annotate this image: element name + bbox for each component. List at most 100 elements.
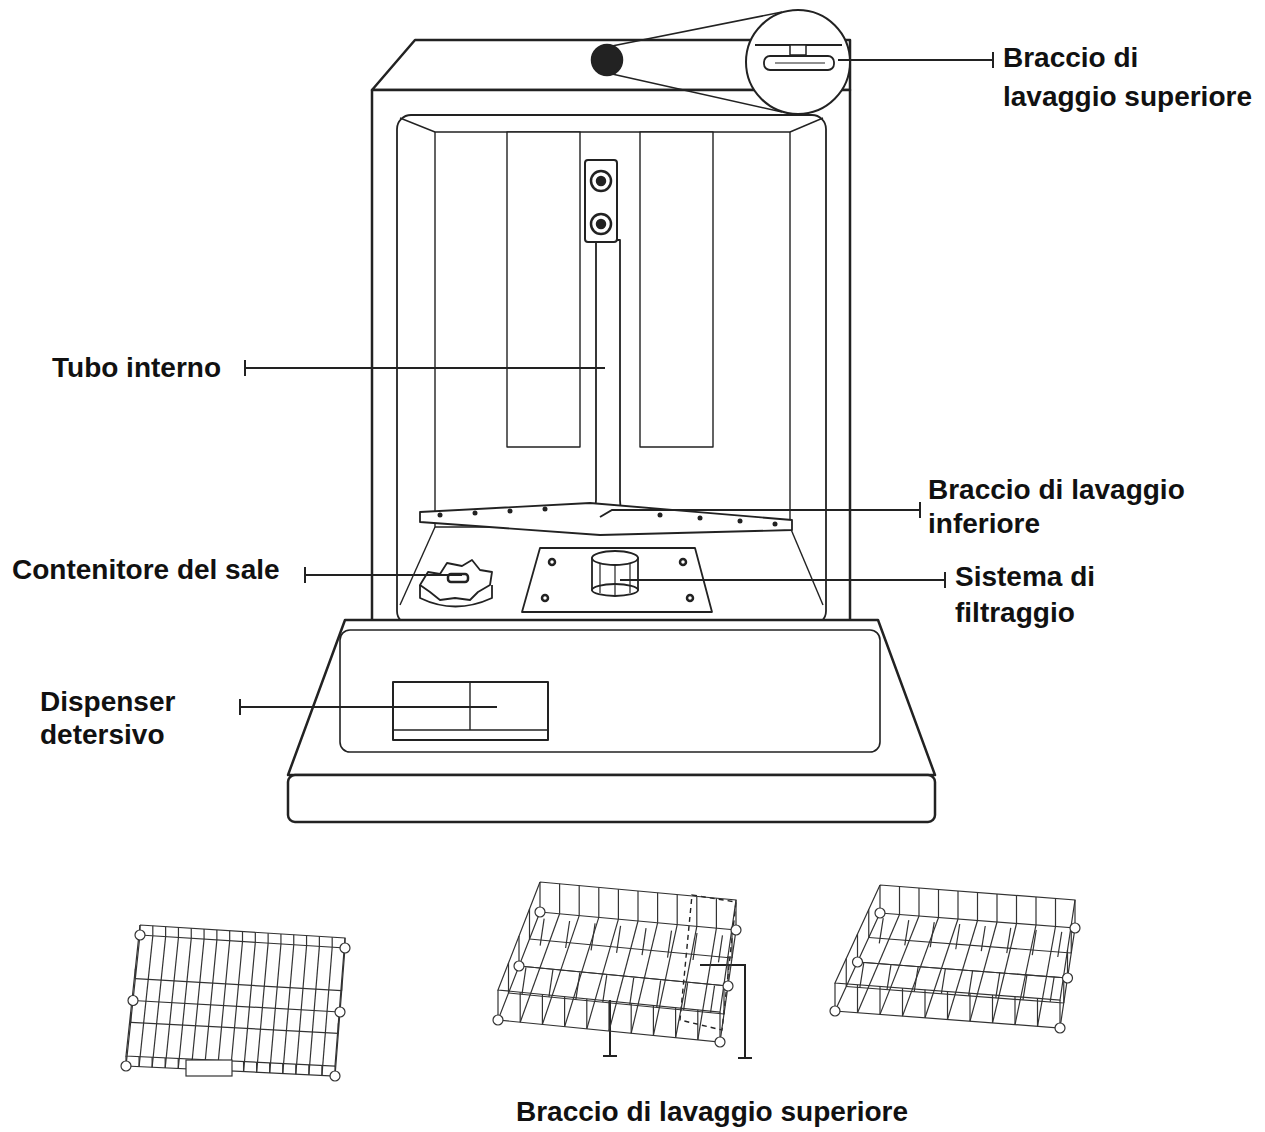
pipe-nozzle-box bbox=[585, 160, 617, 242]
rack-wire bbox=[608, 1001, 609, 1031]
rack-wire bbox=[618, 889, 619, 919]
rack-wire bbox=[1007, 928, 1011, 953]
leader-line bbox=[838, 52, 993, 68]
filter-cylinder-top bbox=[592, 551, 638, 565]
tub-corner bbox=[400, 118, 435, 132]
rack-wire bbox=[564, 997, 565, 1027]
rack-wire bbox=[675, 1008, 676, 1038]
leader-line bbox=[305, 567, 462, 583]
rack-wire bbox=[306, 936, 307, 946]
rack-wire bbox=[996, 894, 997, 922]
part-label: Braccio di lavaggio superiore bbox=[516, 1095, 908, 1129]
rack-wire bbox=[668, 931, 672, 958]
rack-wire bbox=[152, 926, 153, 936]
back-wall bbox=[435, 132, 790, 527]
rack-wire bbox=[947, 992, 948, 1020]
rack-wire bbox=[956, 924, 960, 949]
arm-hole bbox=[438, 513, 443, 518]
rack-wire bbox=[321, 1065, 322, 1075]
tub-corner bbox=[790, 527, 823, 605]
rack-wire bbox=[256, 1062, 257, 1072]
filter-mesh bbox=[614, 565, 615, 596]
tub-corner bbox=[790, 118, 823, 132]
rack-wire bbox=[509, 993, 725, 1014]
leader-line bbox=[245, 360, 605, 376]
filter-mesh bbox=[599, 563, 600, 593]
rack-wire bbox=[657, 980, 661, 1007]
rack-wire bbox=[631, 1003, 632, 1033]
lower-spray-arm bbox=[420, 503, 792, 535]
rack-wire bbox=[868, 910, 869, 938]
rack-group bbox=[121, 882, 1080, 1081]
rack-wire bbox=[191, 928, 192, 938]
rack-wire bbox=[930, 922, 934, 947]
rack-wire bbox=[566, 921, 570, 948]
rack-wire bbox=[126, 935, 345, 1076]
rack-wire bbox=[269, 1063, 270, 1073]
cabinet-body bbox=[372, 90, 850, 625]
rack-wire bbox=[1037, 998, 1038, 1026]
rack-wire bbox=[576, 973, 580, 1000]
rack-wire bbox=[905, 920, 909, 945]
rack-wire bbox=[520, 992, 521, 1022]
rack-wire bbox=[887, 964, 891, 989]
rack-wire bbox=[1058, 932, 1062, 957]
rack-wire bbox=[242, 932, 243, 942]
dish-rack bbox=[830, 885, 1080, 1033]
upper-spray-arm bbox=[764, 56, 834, 70]
rack-wire bbox=[835, 885, 1075, 1000]
rack-wire bbox=[914, 966, 918, 991]
rack-wire bbox=[243, 1062, 244, 1072]
rack-wire bbox=[696, 896, 697, 926]
rack-wire bbox=[718, 935, 722, 962]
rack-wire bbox=[255, 932, 256, 942]
rack-wire bbox=[716, 898, 717, 928]
rack-wheel bbox=[535, 907, 545, 917]
rack-wire bbox=[1023, 975, 1027, 1000]
rack-wire bbox=[586, 999, 587, 1029]
rack-wire bbox=[135, 969, 136, 979]
rack-wheel bbox=[340, 943, 350, 953]
rack-wire bbox=[540, 919, 544, 946]
rack-wire bbox=[282, 1064, 283, 1074]
rack-wire bbox=[684, 983, 688, 1010]
rack-wire bbox=[992, 995, 993, 1023]
rack-wire bbox=[1014, 997, 1015, 1025]
rack-wheel bbox=[1055, 1023, 1065, 1033]
upper-arm-slot bbox=[775, 62, 825, 63]
rack-wire bbox=[846, 987, 1064, 1004]
rack-wire bbox=[549, 970, 553, 997]
dish-rack bbox=[121, 925, 350, 1081]
rack-wheel bbox=[723, 981, 733, 991]
tray-handle bbox=[186, 1060, 232, 1076]
rack-wire bbox=[579, 886, 580, 916]
rack-wheel bbox=[853, 957, 863, 967]
rack-wire bbox=[637, 891, 638, 921]
rack-wire bbox=[603, 975, 607, 1002]
rack-wire bbox=[338, 1023, 339, 1033]
rack-wheel bbox=[335, 1007, 345, 1017]
leader-line bbox=[620, 572, 945, 588]
part-label: Braccio di lavaggio superiore bbox=[1003, 38, 1256, 116]
detergent-dispenser bbox=[393, 682, 548, 740]
part-label: Braccio di lavaggio inferiore bbox=[928, 473, 1228, 541]
rack-wheel bbox=[330, 1071, 340, 1081]
rack-wire bbox=[178, 927, 179, 937]
rack-wire bbox=[969, 993, 970, 1021]
rack-wire bbox=[857, 985, 858, 1013]
rack-wire bbox=[697, 1010, 698, 1040]
rack-wire bbox=[522, 967, 526, 994]
rack-wire bbox=[308, 1065, 309, 1075]
rack-wire bbox=[846, 959, 847, 987]
rack-wire bbox=[133, 1001, 340, 1013]
rack-wire bbox=[319, 936, 320, 946]
wall-panel bbox=[507, 132, 580, 447]
rack-wheel bbox=[830, 1006, 840, 1016]
rack-wheel bbox=[1070, 923, 1080, 933]
rack-wire bbox=[203, 929, 204, 939]
rack-wire bbox=[529, 909, 530, 939]
rack-wire bbox=[268, 933, 269, 943]
wall-panel bbox=[640, 132, 713, 447]
rack-wire bbox=[902, 988, 903, 1016]
rack-wire bbox=[630, 978, 634, 1005]
